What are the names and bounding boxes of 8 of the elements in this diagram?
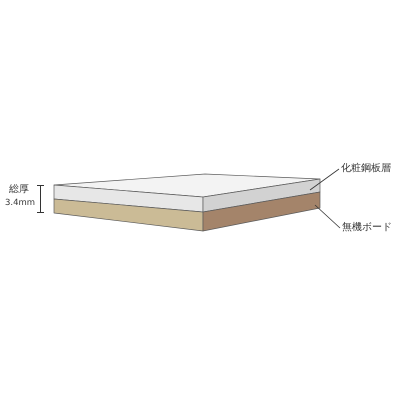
- leader-line: [310, 168, 340, 190]
- leader-line: [314, 204, 340, 228]
- base-layer: [54, 192, 320, 232]
- dimension-label: 3.4mm: [5, 198, 36, 208]
- layer-label: 化粧鋼板層: [341, 163, 391, 175]
- layer-label: 無機ボード: [342, 222, 392, 234]
- surface-layer: [54, 174, 320, 212]
- dimension-label: 総厚: [9, 184, 29, 196]
